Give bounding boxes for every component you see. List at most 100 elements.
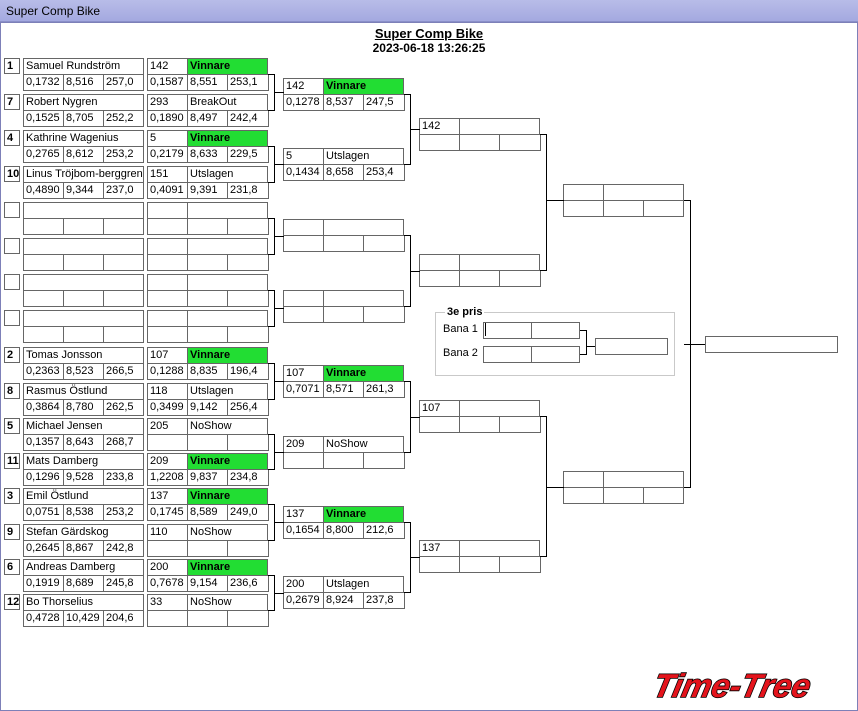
result-status-cell[interactable]: [603, 471, 684, 488]
speed-cell[interactable]: 204,6: [103, 610, 144, 627]
racer-number-cell[interactable]: [147, 238, 188, 255]
speed-cell[interactable]: [643, 487, 684, 504]
elapsed-time-cell[interactable]: [187, 290, 228, 307]
reaction-time-cell[interactable]: [283, 235, 324, 252]
racer-name-cell[interactable]: Tomas Jonsson: [23, 347, 144, 364]
elapsed-time-cell[interactable]: 8,689: [63, 575, 104, 592]
reaction-time-cell[interactable]: [147, 434, 188, 451]
result-status-cell[interactable]: [323, 290, 404, 307]
elapsed-time-cell[interactable]: [323, 306, 364, 323]
reaction-time-cell[interactable]: [147, 326, 188, 343]
third-lane1-num[interactable]: [483, 322, 532, 339]
racer-number-cell[interactable]: 107: [283, 365, 324, 382]
speed-cell[interactable]: [227, 540, 269, 557]
racer-number-cell[interactable]: [419, 254, 460, 271]
reaction-time-cell[interactable]: 0,1296: [23, 469, 64, 486]
racer-number-cell[interactable]: 293: [147, 94, 188, 111]
result-status-cell[interactable]: NoShow: [187, 524, 268, 541]
elapsed-time-cell[interactable]: 10,429: [63, 610, 104, 627]
elapsed-time-cell[interactable]: [187, 254, 228, 271]
final-winner-cell[interactable]: [705, 336, 838, 353]
result-status-cell[interactable]: [187, 238, 268, 255]
elapsed-time-cell[interactable]: 8,924: [323, 592, 364, 609]
third-lane1-status[interactable]: [531, 322, 580, 339]
reaction-time-cell[interactable]: [147, 540, 188, 557]
result-status-cell[interactable]: Utslagen: [187, 383, 268, 400]
elapsed-time-cell[interactable]: 8,643: [63, 434, 104, 451]
speed-cell[interactable]: 253,1: [227, 74, 269, 91]
reaction-time-cell[interactable]: 0,1654: [283, 522, 324, 539]
speed-cell[interactable]: [499, 556, 541, 573]
result-status-cell[interactable]: NoShow: [187, 594, 268, 611]
racer-name-cell[interactable]: [23, 202, 144, 219]
racer-number-cell[interactable]: 200: [147, 559, 188, 576]
speed-cell[interactable]: 247,5: [363, 94, 405, 111]
elapsed-time-cell[interactable]: 8,780: [63, 399, 104, 416]
speed-cell[interactable]: [227, 218, 269, 235]
reaction-time-cell[interactable]: 0,4091: [147, 182, 188, 199]
speed-cell[interactable]: [643, 200, 684, 217]
elapsed-time-cell[interactable]: [187, 610, 228, 627]
racer-number-cell[interactable]: [283, 290, 324, 307]
elapsed-time-cell[interactable]: 8,538: [63, 504, 104, 521]
elapsed-time-cell[interactable]: [187, 434, 228, 451]
reaction-time-cell[interactable]: [563, 487, 604, 504]
racer-name-cell[interactable]: Linus Tröjbom-berggren: [23, 166, 144, 183]
speed-cell[interactable]: 236,6: [227, 575, 269, 592]
elapsed-time-cell[interactable]: [63, 218, 104, 235]
racer-name-cell[interactable]: Andreas Damberg: [23, 559, 144, 576]
result-status-cell[interactable]: Vinnare: [187, 559, 268, 576]
speed-cell[interactable]: 253,4: [363, 164, 405, 181]
reaction-time-cell[interactable]: 0,4728: [23, 610, 64, 627]
elapsed-time-cell[interactable]: [459, 134, 500, 151]
result-status-cell[interactable]: Utslagen: [323, 148, 404, 165]
result-status-cell[interactable]: Vinnare: [187, 347, 268, 364]
speed-cell[interactable]: [227, 326, 269, 343]
reaction-time-cell[interactable]: 0,1919: [23, 575, 64, 592]
reaction-time-cell[interactable]: 0,2679: [283, 592, 324, 609]
racer-name-cell[interactable]: Emil Östlund: [23, 488, 144, 505]
elapsed-time-cell[interactable]: [323, 235, 364, 252]
racer-number-cell[interactable]: 107: [147, 347, 188, 364]
result-status-cell[interactable]: Vinnare: [323, 365, 404, 382]
elapsed-time-cell[interactable]: 9,528: [63, 469, 104, 486]
elapsed-time-cell[interactable]: 8,551: [187, 74, 228, 91]
reaction-time-cell[interactable]: [283, 452, 324, 469]
result-status-cell[interactable]: Vinnare: [187, 453, 268, 470]
reaction-time-cell[interactable]: [147, 254, 188, 271]
racer-number-cell[interactable]: 137: [147, 488, 188, 505]
elapsed-time-cell[interactable]: 8,589: [187, 504, 228, 521]
racer-name-cell[interactable]: [23, 238, 144, 255]
speed-cell[interactable]: 237,8: [363, 592, 405, 609]
elapsed-time-cell[interactable]: 8,571: [323, 381, 364, 398]
elapsed-time-cell[interactable]: 9,837: [187, 469, 228, 486]
reaction-time-cell[interactable]: [563, 200, 604, 217]
racer-name-cell[interactable]: [23, 274, 144, 291]
elapsed-time-cell[interactable]: 8,867: [63, 540, 104, 557]
racer-number-cell[interactable]: 142: [147, 58, 188, 75]
reaction-time-cell[interactable]: [419, 270, 460, 287]
speed-cell[interactable]: 262,5: [103, 399, 144, 416]
racer-name-cell[interactable]: Kathrine Wagenius: [23, 130, 144, 147]
racer-number-cell[interactable]: [147, 310, 188, 327]
third-lane2-num[interactable]: [483, 346, 532, 363]
racer-number-cell[interactable]: 137: [283, 506, 324, 523]
reaction-time-cell[interactable]: [23, 254, 64, 271]
reaction-time-cell[interactable]: [419, 416, 460, 433]
result-status-cell[interactable]: [603, 184, 684, 201]
third-place-result[interactable]: [595, 338, 668, 355]
racer-number-cell[interactable]: 142: [283, 78, 324, 95]
reaction-time-cell[interactable]: [147, 610, 188, 627]
elapsed-time-cell[interactable]: 8,705: [63, 110, 104, 127]
reaction-time-cell[interactable]: [147, 290, 188, 307]
reaction-time-cell[interactable]: [419, 134, 460, 151]
elapsed-time-cell[interactable]: [459, 556, 500, 573]
reaction-time-cell[interactable]: 0,4890: [23, 182, 64, 199]
racer-number-cell[interactable]: 5: [283, 148, 324, 165]
result-status-cell[interactable]: Utslagen: [323, 576, 404, 593]
result-status-cell[interactable]: [459, 118, 540, 135]
result-status-cell[interactable]: Utslagen: [187, 166, 268, 183]
speed-cell[interactable]: 245,8: [103, 575, 144, 592]
reaction-time-cell[interactable]: 0,7071: [283, 381, 324, 398]
racer-name-cell[interactable]: Robert Nygren: [23, 94, 144, 111]
